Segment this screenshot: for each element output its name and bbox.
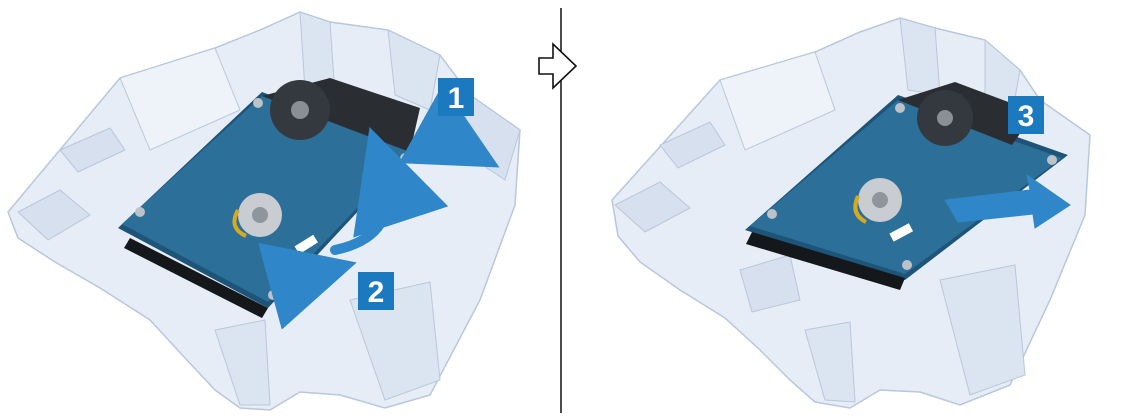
step-badge-3: 3 [1008,96,1044,134]
step-number-3: 3 [1018,100,1035,133]
step-badge-1: 1 [438,78,474,116]
push-tab-arrow [280,272,322,275]
release-tab-arrow [432,145,468,150]
left-panel: 1 2 [8,12,520,410]
step-number-2: 2 [368,276,385,309]
outline-arrow-right-icon [539,44,576,88]
step-badge-2: 2 [358,272,394,310]
step-number-1: 1 [448,82,465,115]
right-panel: 3 [612,18,1090,408]
